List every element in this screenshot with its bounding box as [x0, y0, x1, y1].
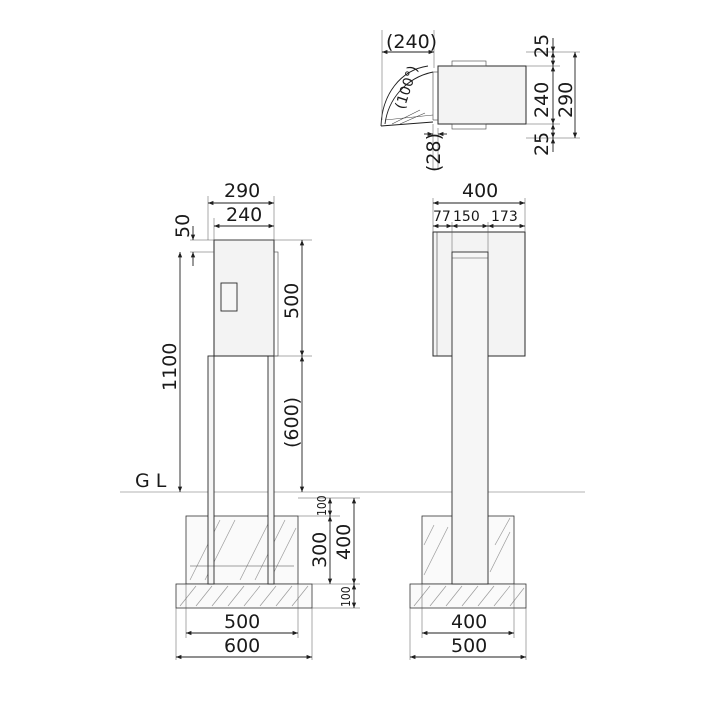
side-gravel-base — [175, 583, 313, 609]
door-swing-arc — [384, 71, 434, 125]
front-view: 400 77 150 173 400 500 — [409, 180, 527, 660]
front-base-width-dim: 500 — [451, 635, 487, 657]
side-box-height-dim: 500 — [281, 283, 303, 319]
side-pit-width-dim: 500 — [224, 611, 260, 633]
side-leg-left — [207, 355, 215, 585]
side-total-width-dim: 290 — [224, 180, 260, 202]
ground-label: G L — [135, 470, 167, 492]
side-view: 290 240 50 1100 500 (600) 100 300 400 10… — [159, 180, 360, 660]
top-door-depth-dim: (240) — [386, 31, 437, 53]
side-base-thickness-dim: 100 — [339, 586, 353, 607]
side-mailbox-window — [220, 282, 238, 312]
front-total-width-dim: 400 — [462, 180, 498, 202]
side-leg-clearance-dim: (600) — [281, 397, 303, 448]
top-view-box — [437, 65, 527, 125]
side-burial-depth-dim: 400 — [333, 524, 355, 560]
side-leg-right — [267, 355, 275, 585]
side-total-height-dim: 1100 — [159, 343, 181, 391]
side-base-width-dim: 600 — [224, 635, 260, 657]
front-left-offset-dim: 77 — [433, 209, 451, 225]
top-view: (240) (100°) (28) 25 240 25 290 — [380, 30, 580, 172]
side-pit-depth-dim: 300 — [309, 532, 331, 568]
front-pit-width-dim: 400 — [451, 611, 487, 633]
side-top-offset-dim: 50 — [172, 214, 194, 238]
top-view-bottom-hinge — [451, 123, 487, 130]
front-post — [451, 251, 489, 585]
top-margin-top-dim: 25 — [531, 34, 553, 58]
side-burial-top-dim: 100 — [315, 495, 329, 516]
top-margin-bottom-dim: 25 — [531, 132, 553, 156]
top-total-depth-dim: 290 — [555, 82, 577, 118]
front-gravel-base — [409, 583, 527, 609]
front-right-offset-dim: 173 — [491, 209, 518, 225]
front-post-width-dim: 150 — [453, 209, 480, 225]
top-flap-offset-dim: (28) — [423, 133, 445, 172]
side-concrete-pit — [185, 515, 299, 585]
top-view-lid-hinge — [451, 60, 487, 67]
top-box-depth-dim: 240 — [531, 82, 553, 118]
top-door-angle-dim: (100°) — [393, 64, 422, 111]
side-box-width-dim: 240 — [226, 204, 262, 226]
